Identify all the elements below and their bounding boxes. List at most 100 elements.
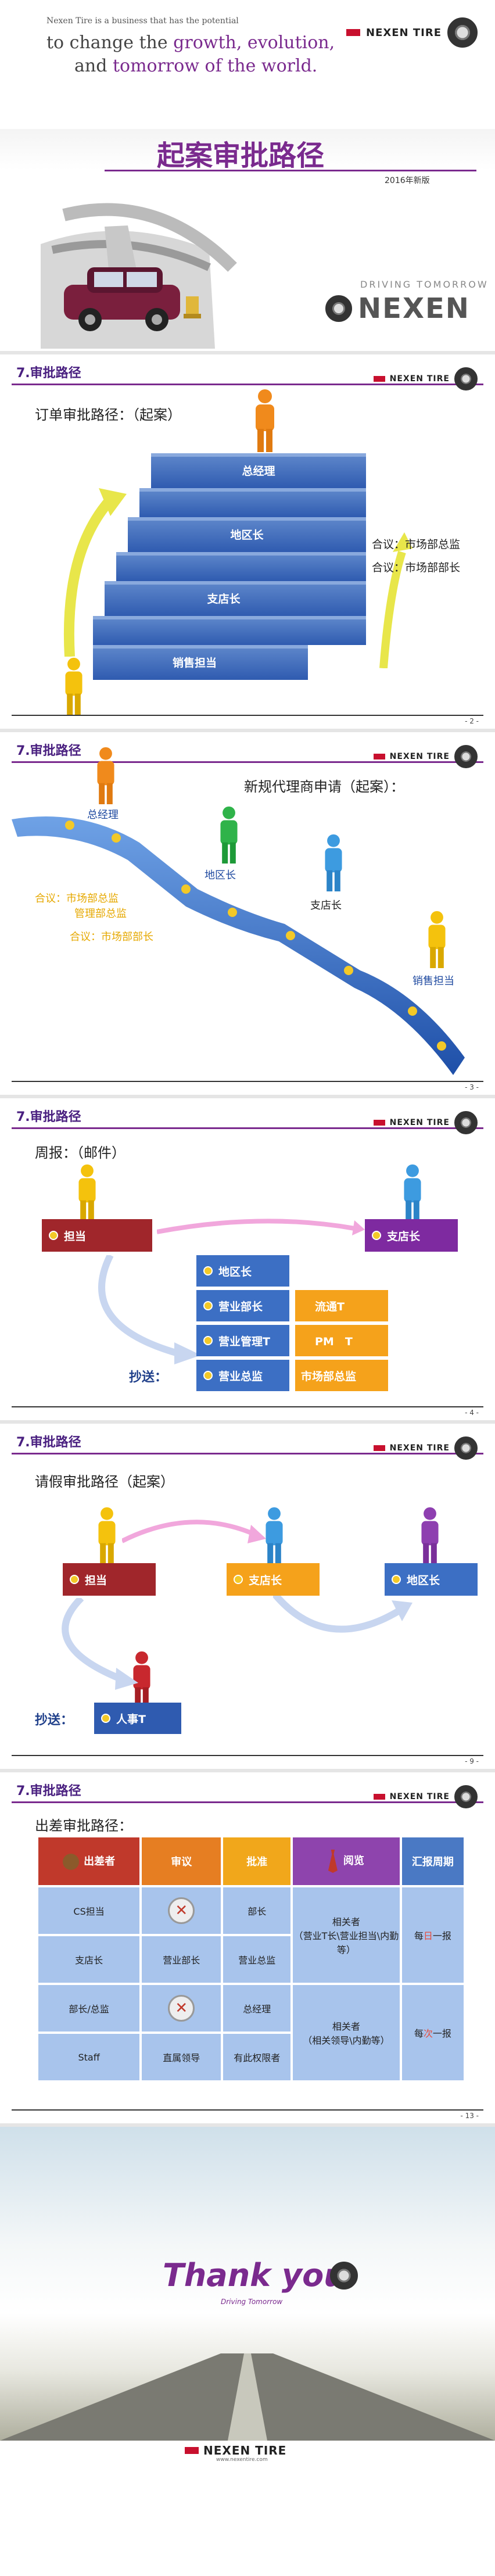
road-illustration (0, 2353, 495, 2441)
person-purple-icon (421, 1507, 439, 1564)
cc-box-hr: 人事T (94, 1703, 181, 1734)
trophy-icon (184, 296, 201, 318)
table-header-row: 出差者 审议 批准 阅览 汇报周期 (38, 1837, 464, 1885)
cover-title: 起案审批路径 (157, 139, 325, 172)
cell-viewer-2: 相关者 （相关领导\内勤等） (293, 1985, 400, 2080)
cc-label: 抄送： (35, 1713, 74, 1728)
tire-icon (454, 745, 478, 768)
bullet-icon (101, 1714, 110, 1723)
footer-rule (12, 2109, 483, 2111)
flow-arrow-1 (122, 1520, 266, 1543)
note-admin-director: 管理部总监 (74, 908, 127, 920)
title-underline (105, 170, 476, 171)
brand-small: NEXEN TIRE (373, 745, 478, 768)
cover-slide: Nexen Tire is a business that has the po… (0, 0, 495, 354)
cell-approve: 营业总监 (223, 1936, 291, 1983)
cell-viewer-1: 相关者 （营业T长\营业担当\内勤等） (293, 1887, 400, 1983)
label-general-manager: 总经理 (87, 809, 119, 821)
header-view: 阅览 (293, 1837, 400, 1885)
bullet-icon (49, 1231, 58, 1240)
brand-block: DRIVING TOMORROW NEXEN (325, 279, 489, 325)
header-review: 审议 (142, 1837, 221, 1885)
brand-wordmark: NEXEN TIRE (366, 26, 442, 39)
cc-box-sales-manager: 营业部长 (196, 1290, 289, 1321)
cover-tagline-1: Nexen Tire is a business that has the po… (46, 16, 239, 26)
cc-box-logistics: 流通T (295, 1290, 388, 1321)
bullet-icon (392, 1575, 401, 1584)
footer-rule (12, 1081, 483, 1082)
flow-box-staff: 担当 (63, 1563, 156, 1596)
cc-box-market-director: 市场部总监 (295, 1360, 388, 1391)
section-title: 7.审批路径 (16, 1784, 81, 1798)
cc-arrow (98, 1255, 201, 1364)
title-rule (12, 1453, 483, 1454)
page-number: - 9 - (465, 1757, 479, 1765)
box-sender: 担当 (42, 1219, 152, 1252)
brand-small: NEXEN TIRE (373, 367, 478, 390)
slide-heading: 新规代理商申请（起案）： (244, 779, 404, 795)
cover-tagline-3: and tomorrow of the world. (74, 56, 318, 76)
slide-weekly-report: 7.审批路径 NEXEN TIRE 周报：（邮件） 担当 支店长 地区长 营业部… (0, 1098, 495, 1424)
car-icon (64, 267, 180, 331)
step-3-base (116, 552, 366, 581)
flow-arrow-2 (273, 1592, 412, 1633)
section-title: 7.审批路径 (16, 366, 81, 381)
footer-rule (12, 1755, 483, 1756)
person-yellow-icon (428, 911, 446, 968)
page-number: - 2 - (465, 717, 479, 725)
step-general-manager-base (139, 488, 366, 517)
thank-you-subtitle: Driving Tomorrow (221, 2298, 283, 2306)
header-approve: 批准 (223, 1837, 291, 1885)
slide-leave-approval: 7.审批路径 NEXEN TIRE 请假审批路径（起案） 担当 支店长 地区长 … (0, 1424, 495, 1772)
bear-icon (63, 1853, 80, 1870)
title-rule (12, 384, 483, 385)
step-2: 地区长 (128, 517, 366, 552)
cc-label: 抄送： (129, 1370, 168, 1385)
slide-order-approval: 7.审批路径 NEXEN TIRE 订单审批路径：（起案） 总经理 地区长 支店… (0, 354, 495, 732)
no-entry-icon: ✕ (168, 1995, 195, 2022)
brand-top-right: NEXEN TIRE (346, 17, 478, 48)
step-top: 总经理 (151, 453, 366, 488)
tire-icon (330, 2262, 358, 2290)
edition-label: 2016年新版 (385, 176, 430, 185)
brand-small: NEXEN TIRE (373, 1436, 478, 1460)
cell-approve: 总经理 (223, 1985, 291, 2032)
brand-slogan: DRIVING TOMORROW (360, 279, 489, 290)
bullet-icon (203, 1336, 213, 1345)
cell-period-2: 每次一报 (401, 1985, 464, 2080)
slide-new-distributor: 7.审批路径 NEXEN TIRE 新规代理商申请（起案）： 总经理 地区长 支… (0, 732, 495, 1098)
step-4: 支店长 (105, 581, 366, 616)
ribbon-path (12, 816, 465, 1075)
bullet-icon (203, 1266, 213, 1276)
trip-approval-table: 出差者 审议 批准 阅览 汇报周期 CS担当 ✕ 部长 相关者 （营业T长\营业… (36, 1835, 466, 2083)
person-orange-icon (97, 747, 114, 804)
section-title: 7.审批路径 (16, 744, 81, 758)
person-green-icon (220, 806, 238, 864)
flow-box-branch: 支店长 (227, 1563, 320, 1596)
page-number: - 4 - (465, 1409, 479, 1417)
slide-heading: 请假审批路径（起案） (35, 1474, 174, 1490)
box-receiver: 支店长 (365, 1219, 458, 1252)
title-rule (12, 1127, 483, 1129)
brand-small: NEXEN TIRE (373, 1785, 478, 1808)
footer-rule (12, 1406, 483, 1407)
upward-curved-arrow (63, 488, 127, 657)
page-number: - 3 - (465, 1083, 479, 1091)
bullet-icon (203, 1301, 213, 1310)
cell-approve: 部长 (223, 1887, 291, 1934)
bullet-icon (234, 1575, 243, 1584)
footer-brand: NEXEN TIRE (185, 2444, 286, 2457)
cell-traveler: 部长/总监 (38, 1985, 140, 2032)
header-period: 汇报周期 (401, 1837, 464, 1885)
cell-approve: 有此权限者 (223, 2034, 291, 2080)
cell-review: 直属领导 (142, 2034, 221, 2080)
label-sales-rep: 销售担当 (412, 975, 454, 987)
bullet-icon (203, 1371, 213, 1380)
slide-heading: 出差审批路径： (35, 1818, 132, 1834)
cell-traveler: Staff (38, 2034, 140, 2080)
table-row: CS担当 ✕ 部长 相关者 （营业T长\营业担当\内勤等） 每日一报 (38, 1887, 464, 1983)
footer-url: www.nexentire.com (216, 2457, 268, 2463)
cell-traveler: 支店长 (38, 1936, 140, 1983)
footer-rule (12, 715, 483, 716)
step-bottom: 销售担当 (93, 645, 308, 680)
